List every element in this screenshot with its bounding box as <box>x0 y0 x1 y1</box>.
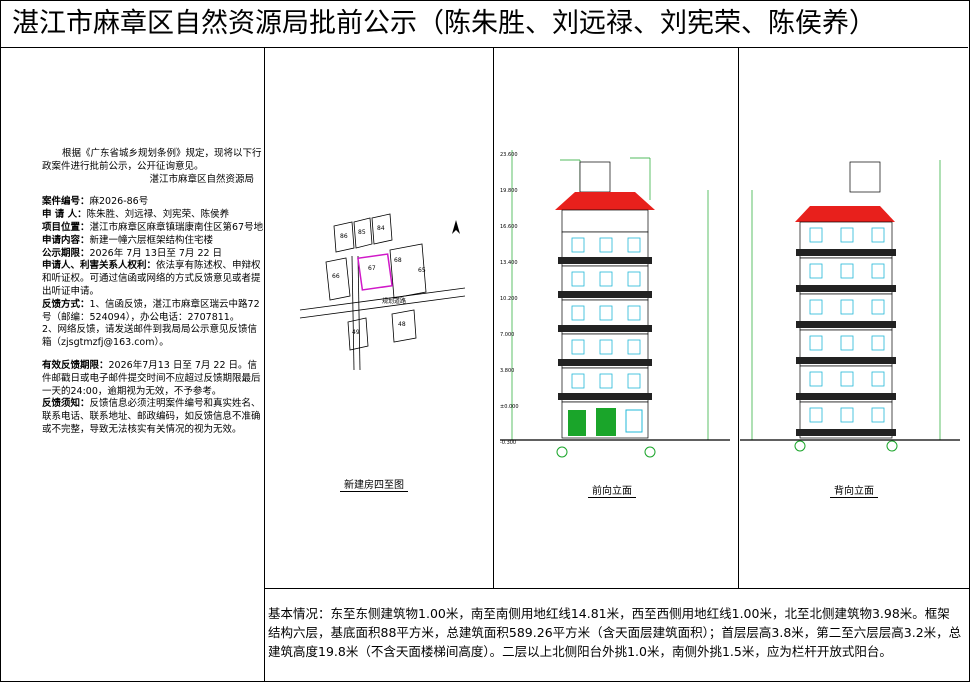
svg-text:48: 48 <box>398 321 406 328</box>
level-label: -0.300 <box>500 440 516 446</box>
applicant: 申 请 人：陈朱胜、刘远禄、刘宪荣、陈侯养 <box>42 209 230 221</box>
notice-intro: 根据《广东省城乡规划条例》规定，现将以下行政案件进行批前公示，公开征询意见。 <box>42 148 262 172</box>
case-number: 案件编号：麻2026-86号 <box>42 196 149 208</box>
back-elevation-caption: 背向立面 <box>830 482 878 498</box>
notice-text: 根据《广东省城乡规划条例》规定，现将以下行政案件进行批前公示，公开征询意见。 湛… <box>42 148 264 437</box>
site-plan-drawing: 86 85 84 66 67 68 65 49 48 规划道路 <box>299 213 466 370</box>
feedback-method: 反馈方式：1、信函反馈，湛江市麻章区瑞云中路72号（邮编：524094），办公电… <box>42 298 260 323</box>
application-content: 申请内容：新建一幢六层框架结构住宅楼 <box>42 234 214 246</box>
svg-text:68: 68 <box>394 257 402 264</box>
level-label: 23.600 <box>500 152 518 158</box>
svg-text:66: 66 <box>332 273 340 280</box>
svg-text:85: 85 <box>358 229 366 236</box>
notice-issuer: 湛江市麻章区自然资源局 <box>149 173 254 185</box>
notice-period: 公示期限：2026年 7月 13日至 7月 22 日 <box>42 247 223 259</box>
divider-left <box>264 48 265 681</box>
feedback-notes: 反馈须知：反馈信息必须注明案件编号和真实姓名、联系电话、联系地址、邮政编码，如反… <box>42 398 261 435</box>
basic-info-text: 东至东侧建筑物1.00米，南至南侧用地红线14.81米，西至西侧用地红线1.00… <box>268 606 962 659</box>
level-label: 10.200 <box>500 296 518 302</box>
front-elevation-caption: 前向立面 <box>588 482 636 498</box>
feedback-email: 2、网络反馈，请发送邮件到我局局公示意见反馈信箱（zjsgtmzfj@163.c… <box>42 324 258 349</box>
project-location: 项目位置：湛江市麻章区麻章镇瑞康南住区第67号地 <box>42 221 264 233</box>
level-label: 16.600 <box>500 224 518 230</box>
divider-mid <box>493 48 494 588</box>
level-label: ±0.000 <box>500 404 519 410</box>
level-label: 13.400 <box>500 260 518 266</box>
site-plan-caption: 新建房四至图 <box>340 476 408 492</box>
rights: 申请人、利害关系人权利：依法享有陈述权、申辩权和听证权。可通过信函或网络的方式反… <box>42 260 261 297</box>
front-elevation-drawing: 23.600 19.800 16.600 13.400 10.200 7.000 3.800… <box>500 150 730 458</box>
basic-info: 基本情况：东至东侧建筑物1.00米，南至南侧用地红线14.81米，西至西侧用地红… <box>268 604 962 661</box>
level-label: 7.000 <box>500 332 514 338</box>
page-title: 湛江市麻章区自然资源局批前公示（陈朱胜、刘远禄、刘宪荣、陈侯养） <box>0 0 968 48</box>
level-label: 19.800 <box>500 188 518 194</box>
divider-bottom <box>264 588 969 589</box>
svg-text:84: 84 <box>377 225 385 232</box>
basic-info-label: 基本情况： <box>268 606 331 621</box>
svg-text:49: 49 <box>352 329 360 336</box>
svg-text:规划道路: 规划道路 <box>382 297 406 305</box>
divider-mid2 <box>738 48 739 588</box>
back-elevation-drawing <box>740 160 960 452</box>
level-label: 3.800 <box>500 368 514 374</box>
svg-text:67: 67 <box>368 265 376 272</box>
svg-text:86: 86 <box>340 233 348 240</box>
valid-period: 有效反馈期限：2026年7月13 日至 7月 22 日。信件邮戳日或电子邮件提交… <box>42 359 261 397</box>
svg-text:65: 65 <box>418 267 426 274</box>
